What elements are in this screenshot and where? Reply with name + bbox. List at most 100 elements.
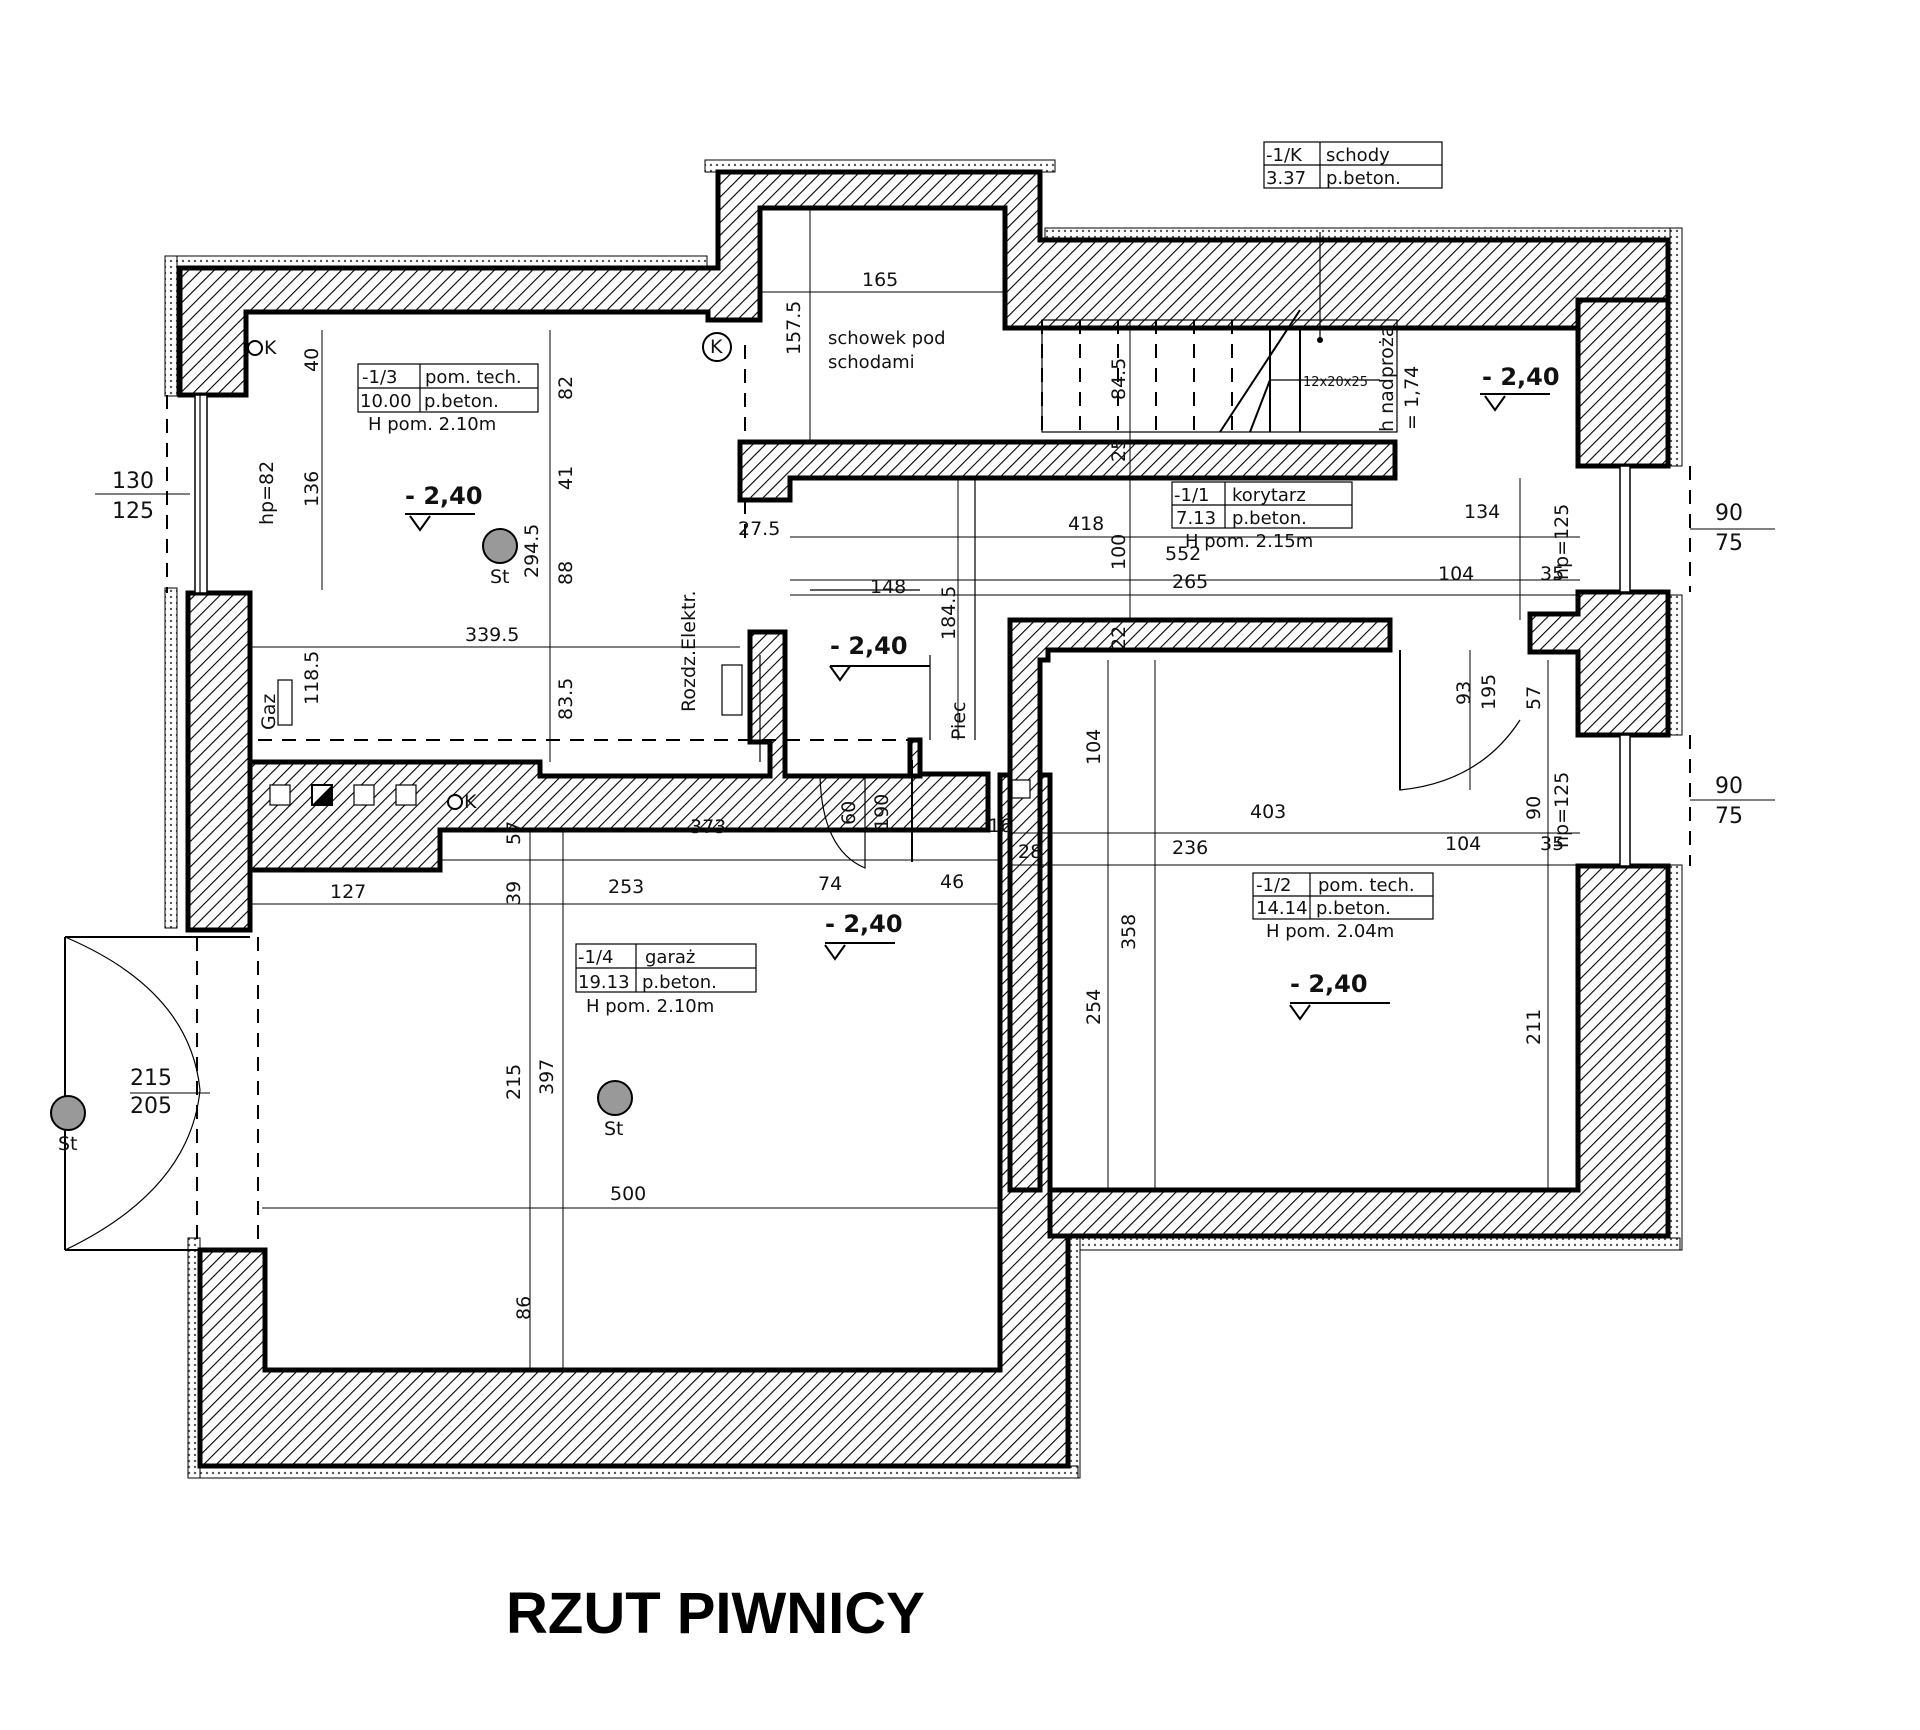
dim-403: 403 xyxy=(1250,801,1286,823)
st-label-2: St xyxy=(604,1118,624,1140)
wall-inner-chimney xyxy=(247,629,991,873)
room-corridor-floor: p.beton. xyxy=(1232,508,1307,529)
room-2-floor: p.beton. xyxy=(1316,898,1391,919)
room-stairs-name: schody xyxy=(1326,145,1390,166)
level-mark-room-2: - 2,40 xyxy=(1290,970,1368,998)
wall-left xyxy=(185,590,253,933)
piec-label: Piec xyxy=(948,702,970,740)
dim-41: 41 xyxy=(555,466,577,490)
dim-39: 39 xyxy=(503,881,525,905)
dim-418: 418 xyxy=(1068,513,1104,535)
dim-60: 60 xyxy=(838,801,860,825)
window-1-bottom: 125 xyxy=(112,499,154,524)
nadproze-value: = 1,74 xyxy=(1401,366,1423,430)
st-label-3: St xyxy=(58,1133,78,1155)
dim-165: 165 xyxy=(862,269,898,291)
wall-right-middle xyxy=(1527,589,1671,738)
markers xyxy=(50,332,732,1131)
dim-358: 358 xyxy=(1118,914,1140,950)
wall-corridor-lower xyxy=(1007,617,1393,1193)
dim-27-5: 27.5 xyxy=(738,518,780,540)
hp125-label-1: hp=125 xyxy=(1551,504,1573,580)
dim-82: 82 xyxy=(555,376,577,400)
wall-corridor-top xyxy=(737,439,1398,503)
dim-157-5: 157.5 xyxy=(783,301,805,355)
k-label-3: K xyxy=(464,791,477,813)
room-3-name: pom. tech. xyxy=(425,367,522,388)
dim-253: 253 xyxy=(608,876,644,898)
room-3-floor: p.beton. xyxy=(424,391,499,412)
room-garage-code: -1/4 xyxy=(578,947,613,968)
window-1-top: 130 xyxy=(112,469,154,494)
wall-top-left xyxy=(177,169,1671,398)
dim-294-5: 294.5 xyxy=(521,524,543,578)
dim-57-b: 57 xyxy=(503,821,525,845)
dim-57-a: 57 xyxy=(1523,686,1545,710)
dim-254: 254 xyxy=(1083,989,1105,1025)
room-corridor-code: -1/1 xyxy=(1174,485,1209,506)
level-mark-corridor: - 2,40 xyxy=(830,632,908,660)
dim-500: 500 xyxy=(610,1183,646,1205)
rozdz-label: Rozdz.Elektr. xyxy=(678,590,700,712)
dim-127: 127 xyxy=(330,881,366,903)
dim-35-a: 35 xyxy=(1540,563,1564,585)
dim-190: 190 xyxy=(871,794,893,830)
dim-118-5: 118.5 xyxy=(301,651,323,705)
window-2-top: 90 xyxy=(1715,501,1743,526)
room-stairs-floor: p.beton. xyxy=(1326,168,1401,189)
k-label-2: K xyxy=(710,336,723,358)
room-3-area: 10.00 xyxy=(360,391,412,412)
dim-373: 373 xyxy=(690,816,726,838)
dim-552: 552 xyxy=(1165,543,1201,565)
wall-right-upper xyxy=(1575,297,1671,469)
dim-90: 90 xyxy=(1523,796,1545,820)
dim-86: 86 xyxy=(513,1296,535,1320)
dim-236: 236 xyxy=(1172,837,1208,859)
room-2-name: pom. tech. xyxy=(1318,875,1415,896)
dim-265: 265 xyxy=(1172,571,1208,593)
dim-40: 40 xyxy=(301,348,323,372)
room-garage-area: 19.13 xyxy=(578,972,630,993)
room-corridor-height: H pom. 2.15m xyxy=(1185,531,1313,552)
room-3-code: -1/3 xyxy=(362,367,397,388)
hp82-label: hp=82 xyxy=(256,461,278,525)
window-3-top: 90 xyxy=(1715,774,1743,799)
hp125-label-2: hp=125 xyxy=(1551,772,1573,848)
level-mark-room-3: - 2,40 xyxy=(405,482,483,510)
dim-184-5: 184.5 xyxy=(938,586,960,640)
dim-46: 46 xyxy=(940,871,964,893)
dim-83-5: 83.5 xyxy=(555,678,577,720)
dimension-lines xyxy=(95,210,1775,1370)
wall-bottom xyxy=(197,772,1071,1469)
dim-100: 100 xyxy=(1108,534,1130,570)
dim-35-b: 35 xyxy=(1540,833,1564,855)
dim-84-5: 84.5 xyxy=(1108,358,1130,400)
stairs-step-label: 12x20x25 xyxy=(1303,375,1368,390)
chimney-flues xyxy=(269,779,1031,806)
dim-195: 195 xyxy=(1478,674,1500,710)
schowek-label-1: schowek pod xyxy=(828,328,946,349)
gaz-label: Gaz xyxy=(258,694,280,730)
dim-16: 16 xyxy=(988,815,1012,837)
drawing-title: RZUT PIWNICY xyxy=(506,1581,925,1646)
dim-25: 25 xyxy=(1108,438,1130,462)
dim-211: 211 xyxy=(1523,1009,1545,1045)
dim-104-b: 104 xyxy=(1083,729,1105,765)
dim-74: 74 xyxy=(818,873,842,895)
level-mark-stairs: - 2,40 xyxy=(1482,363,1560,391)
dim-148: 148 xyxy=(870,576,906,598)
room-3-height: H pom. 2.10m xyxy=(368,414,496,435)
room-corridor-name: korytarz xyxy=(1232,485,1306,506)
room-stairs-code: -1/K xyxy=(1266,145,1303,166)
door-width-top: 215 xyxy=(130,1066,172,1091)
k-label-1: K xyxy=(264,337,277,359)
room-2-height: H pom. 2.04m xyxy=(1266,921,1394,942)
window-3-bottom: 75 xyxy=(1715,804,1743,829)
level-mark-garage: - 2,40 xyxy=(825,910,903,938)
room-label-boxes xyxy=(357,141,1443,993)
nadproze-label: h nadproża xyxy=(1376,325,1398,432)
dim-22: 22 xyxy=(1108,626,1130,650)
dim-88: 88 xyxy=(555,561,577,585)
room-2-code: -1/2 xyxy=(1256,875,1291,896)
